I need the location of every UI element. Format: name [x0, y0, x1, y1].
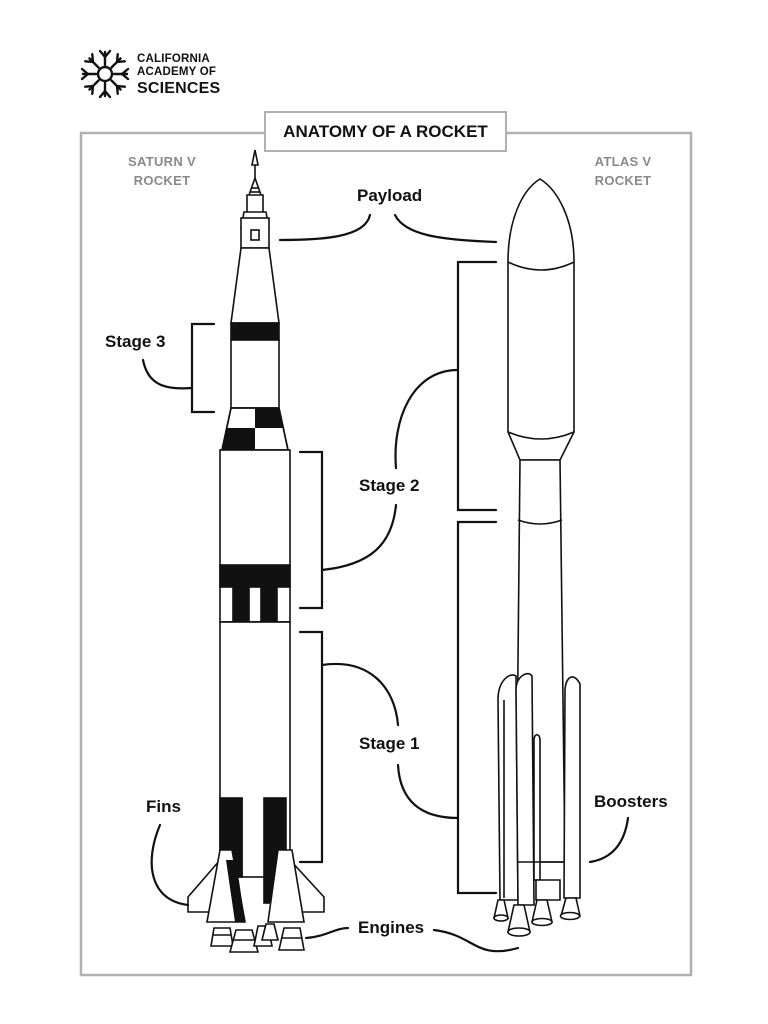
academy-logo-icon — [80, 49, 130, 99]
payload-leader-left — [278, 213, 372, 242]
engines-leader-left — [304, 926, 350, 940]
label-engines: Engines — [358, 918, 425, 937]
label-fins: Fins — [146, 797, 181, 816]
saturn-v-caption: SATURN V ROCKET — [114, 152, 210, 190]
payload-leader-right — [393, 213, 498, 244]
saturn-v-rocket — [187, 149, 325, 953]
stage2-atlas-bracket — [456, 260, 498, 512]
label-stage-2: Stage 2 — [359, 476, 420, 495]
stage1-atlas-bracket — [456, 520, 498, 895]
diagram-title: ANATOMY OF A ROCKET — [264, 111, 507, 152]
diagram-frame — [79, 131, 693, 977]
label-payload: Payload — [357, 186, 423, 205]
stage1-leader-right — [396, 763, 460, 820]
stage2-saturn-bracket — [298, 450, 324, 610]
stage2-leader-left — [320, 503, 398, 572]
saturn-v-caption-line1: SATURN V — [128, 154, 196, 169]
logo-line-3: SCIENCES — [137, 80, 221, 97]
atlas-v-caption-line2: ROCKET — [594, 173, 652, 188]
boosters-leader — [588, 816, 630, 864]
saturn-v-caption-line2: ROCKET — [133, 173, 191, 188]
label-stage-1: Stage 1 — [359, 734, 420, 753]
logo-wordmark: CALIFORNIA ACADEMY OF SCIENCES — [137, 53, 220, 98]
atlas-v-caption: ATLAS V ROCKET — [575, 152, 671, 190]
stage3-leader — [141, 358, 194, 390]
atlas-v-caption-line1: ATLAS V — [594, 154, 652, 169]
stage1-leader-left — [320, 662, 400, 727]
label-stage-3: Stage 3 — [105, 332, 166, 351]
stage2-leader-right — [394, 368, 460, 470]
fins-leader — [150, 823, 190, 907]
engines-leader-right — [432, 928, 520, 953]
logo-line-1: CALIFORNIA — [137, 53, 210, 65]
stage1-saturn-bracket — [298, 630, 324, 864]
logo-line-2: ACADEMY OF — [137, 66, 217, 78]
stage3-bracket — [190, 322, 216, 414]
atlas-v-rocket — [493, 178, 581, 937]
label-boosters: Boosters — [594, 792, 668, 811]
